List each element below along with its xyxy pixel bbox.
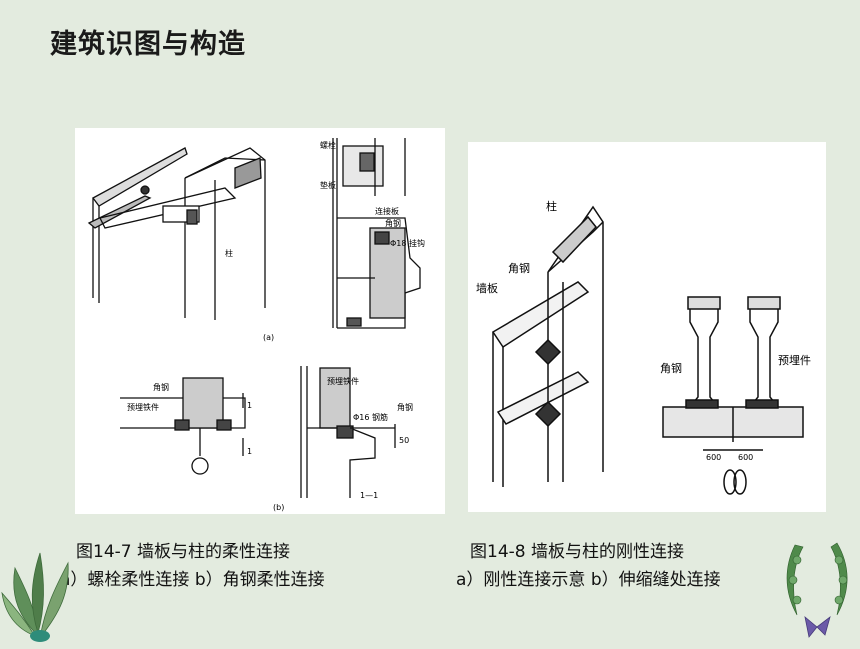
figure-left-caption-sub: a）螺栓柔性连接 b）角钢柔性连接 [60, 570, 325, 590]
label-angle-steel-right: 角钢 [508, 262, 530, 275]
label-mark-1: 1 [247, 401, 252, 410]
label-wall-panel: 墙板 [476, 281, 498, 295]
figure-right-drawing: 柱 角钢 墙板 角钢 预埋件 600 600 [476, 199, 811, 495]
label-dim-1: 600 [706, 453, 721, 462]
label-section: 1—1 [360, 491, 378, 500]
leaf-ornament-icon [0, 538, 80, 645]
label-angle-steel-c: 角钢 [397, 402, 413, 412]
label-column-right: 柱 [546, 199, 557, 213]
label-dim-2: 600 [738, 453, 753, 462]
label-embedded-right: 预埋件 [778, 354, 811, 367]
figure-left-caption-title: 图14-7 墙板与柱的柔性连接 [76, 542, 290, 562]
figure-right-caption-title: 图14-8 墙板与柱的刚性连接 [470, 542, 684, 562]
figure-flexible-connection: 螺栓 垫板 连接板 角钢 Φ18 挂钩 柱 (a) 角钢 预埋铁件 预埋铁件 Φ… [75, 128, 445, 514]
figure-left-drawing: 螺栓 垫板 连接板 角钢 Φ18 挂钩 柱 (a) 角钢 预埋铁件 预埋铁件 Φ… [87, 138, 425, 512]
label-hook: Φ18 挂钩 [390, 238, 425, 248]
label-rebar: Φ16 钢筋 [353, 412, 388, 422]
label-embedded: 预埋铁件 [127, 402, 159, 412]
label-angle-steel-a: 角钢 [385, 218, 401, 228]
label-sub-b: (b) [273, 503, 284, 512]
figure-rigid-connection: 柱 角钢 墙板 角钢 预埋件 600 600 [468, 142, 826, 512]
label-bolt: 螺栓 [320, 140, 336, 150]
figure-right-caption-sub: a）刚性连接示意 b）伸缩缝处连接 [456, 570, 721, 590]
label-sub-a: (a) [263, 333, 274, 342]
label-mark-2: 1 [247, 447, 252, 456]
label-angle-steel-b: 角钢 [153, 382, 169, 392]
label-washer: 垫板 [320, 180, 336, 190]
label-connect-plate: 连接板 [375, 206, 399, 216]
slide-title: 建筑识图与构造 [50, 29, 246, 60]
label-angle-steel-right-b: 角钢 [660, 362, 682, 375]
label-column: 柱 [225, 248, 233, 258]
label-embedded2: 预埋铁件 [327, 376, 359, 386]
label-dim: 50 [399, 436, 409, 445]
wreath-ornament-icon [775, 535, 860, 645]
